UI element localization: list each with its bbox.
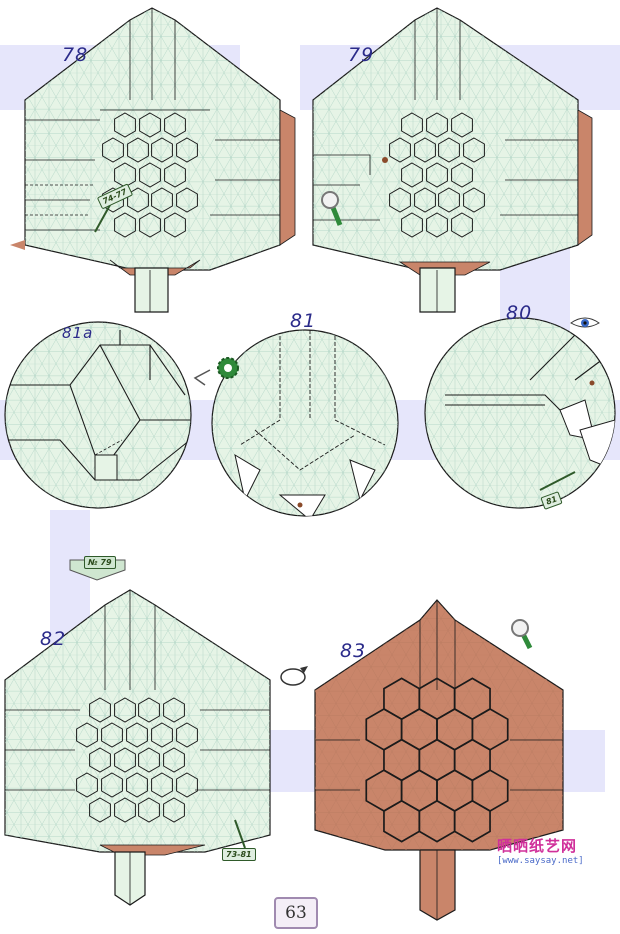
step-label-79: 79 xyxy=(348,44,375,66)
watermark-url: [www.saysay.net] xyxy=(497,856,584,866)
step-label-81a: 81a xyxy=(62,324,94,342)
arrow-icon xyxy=(193,369,211,386)
magnifier-icon xyxy=(321,191,343,226)
watermark: 晒晒纸艺网 [www.saysay.net] xyxy=(497,835,607,866)
step-label-78: 78 xyxy=(62,44,89,66)
step-label-83: 83 xyxy=(340,640,367,662)
detail-circle-81 xyxy=(211,329,399,517)
model-step-82 xyxy=(4,589,271,906)
detail-circle-81a xyxy=(4,321,192,509)
step-label-82: 82 xyxy=(40,628,67,650)
gear-icon xyxy=(217,357,239,379)
step-label-80: 80 xyxy=(506,302,533,324)
model-step-83 xyxy=(314,599,564,921)
watermark-title: 晒晒纸艺网 xyxy=(497,837,578,855)
step-label-81: 81 xyxy=(290,310,317,332)
model-step-79 xyxy=(312,7,593,313)
page-number: 63 xyxy=(274,897,318,929)
turn-over-icon xyxy=(280,666,308,686)
eye-icon xyxy=(570,317,600,328)
magnifier-icon xyxy=(511,619,533,650)
ref-tag-73-81: 73-81 xyxy=(222,848,256,861)
ref-tag-no79: № 79 xyxy=(84,556,116,569)
detail-circle-80 xyxy=(424,317,616,509)
model-step-78 xyxy=(10,7,296,313)
